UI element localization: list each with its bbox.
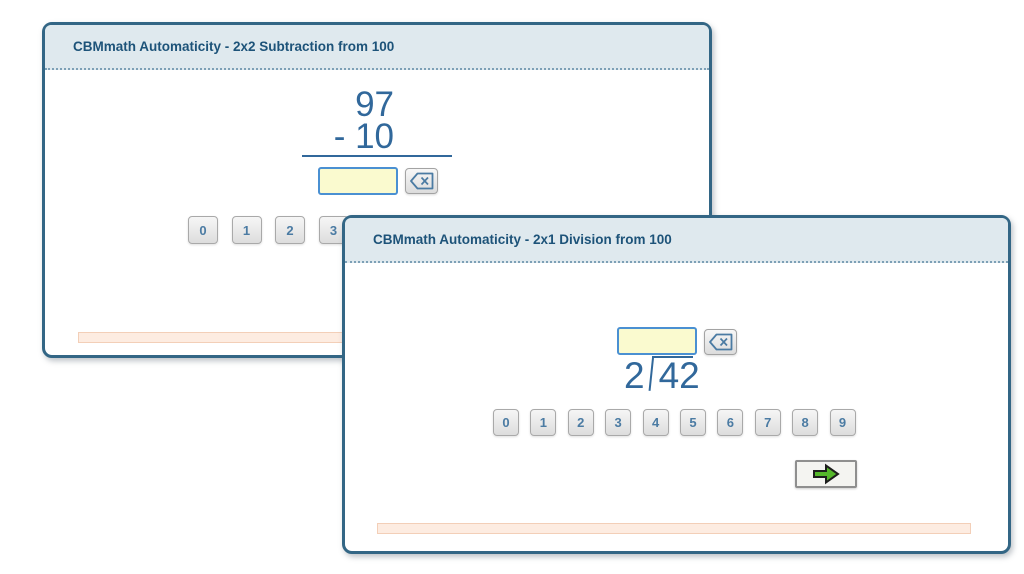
key-2[interactable]: 2 [567,409,594,436]
window-header: CBMmath Automaticity - 2x2 Subtraction f… [45,25,709,70]
number-keypad: 0 1 2 3 4 5 6 7 8 9 [493,409,856,436]
green-arrow-right-icon [813,463,840,485]
answer-input[interactable] [318,167,398,195]
number-keypad: 0 1 2 3 [188,216,349,244]
key-2[interactable]: 2 [275,216,305,244]
key-8[interactable]: 8 [792,409,819,436]
next-button[interactable] [795,460,857,488]
key-5[interactable]: 5 [679,409,706,436]
key-1[interactable]: 1 [231,216,262,244]
key-0[interactable]: 0 [188,216,218,244]
subtraction-problem: 97 - 10 [302,85,452,157]
division-window: CBMmath Automaticity - 2x1 Division from… [342,215,1011,554]
divisor: 2 [624,355,645,396]
key-9[interactable]: 9 [829,409,856,436]
window-title: CBMmath Automaticity - 2x2 Subtraction f… [73,39,395,54]
minuend: 97 [355,85,394,124]
backspace-x-icon [409,172,433,190]
key-0[interactable]: 0 [493,409,519,436]
progress-bar [377,523,971,534]
backspace-button[interactable] [704,329,737,355]
answer-input[interactable] [617,327,697,355]
subtrahend: - 10 [333,117,394,156]
window-header: CBMmath Automaticity - 2x1 Division from… [345,218,1008,263]
key-4[interactable]: 4 [642,409,669,436]
key-3[interactable]: 3 [605,409,632,436]
division-problem: 2 42 [624,355,700,396]
backspace-x-icon [708,333,732,351]
dividend: 42 [651,356,700,396]
key-6[interactable]: 6 [717,409,744,436]
key-1[interactable]: 1 [530,409,557,436]
window-title: CBMmath Automaticity - 2x1 Division from… [373,232,672,247]
backspace-button[interactable] [405,168,438,194]
key-7[interactable]: 7 [754,409,781,436]
answer-line [302,155,452,157]
